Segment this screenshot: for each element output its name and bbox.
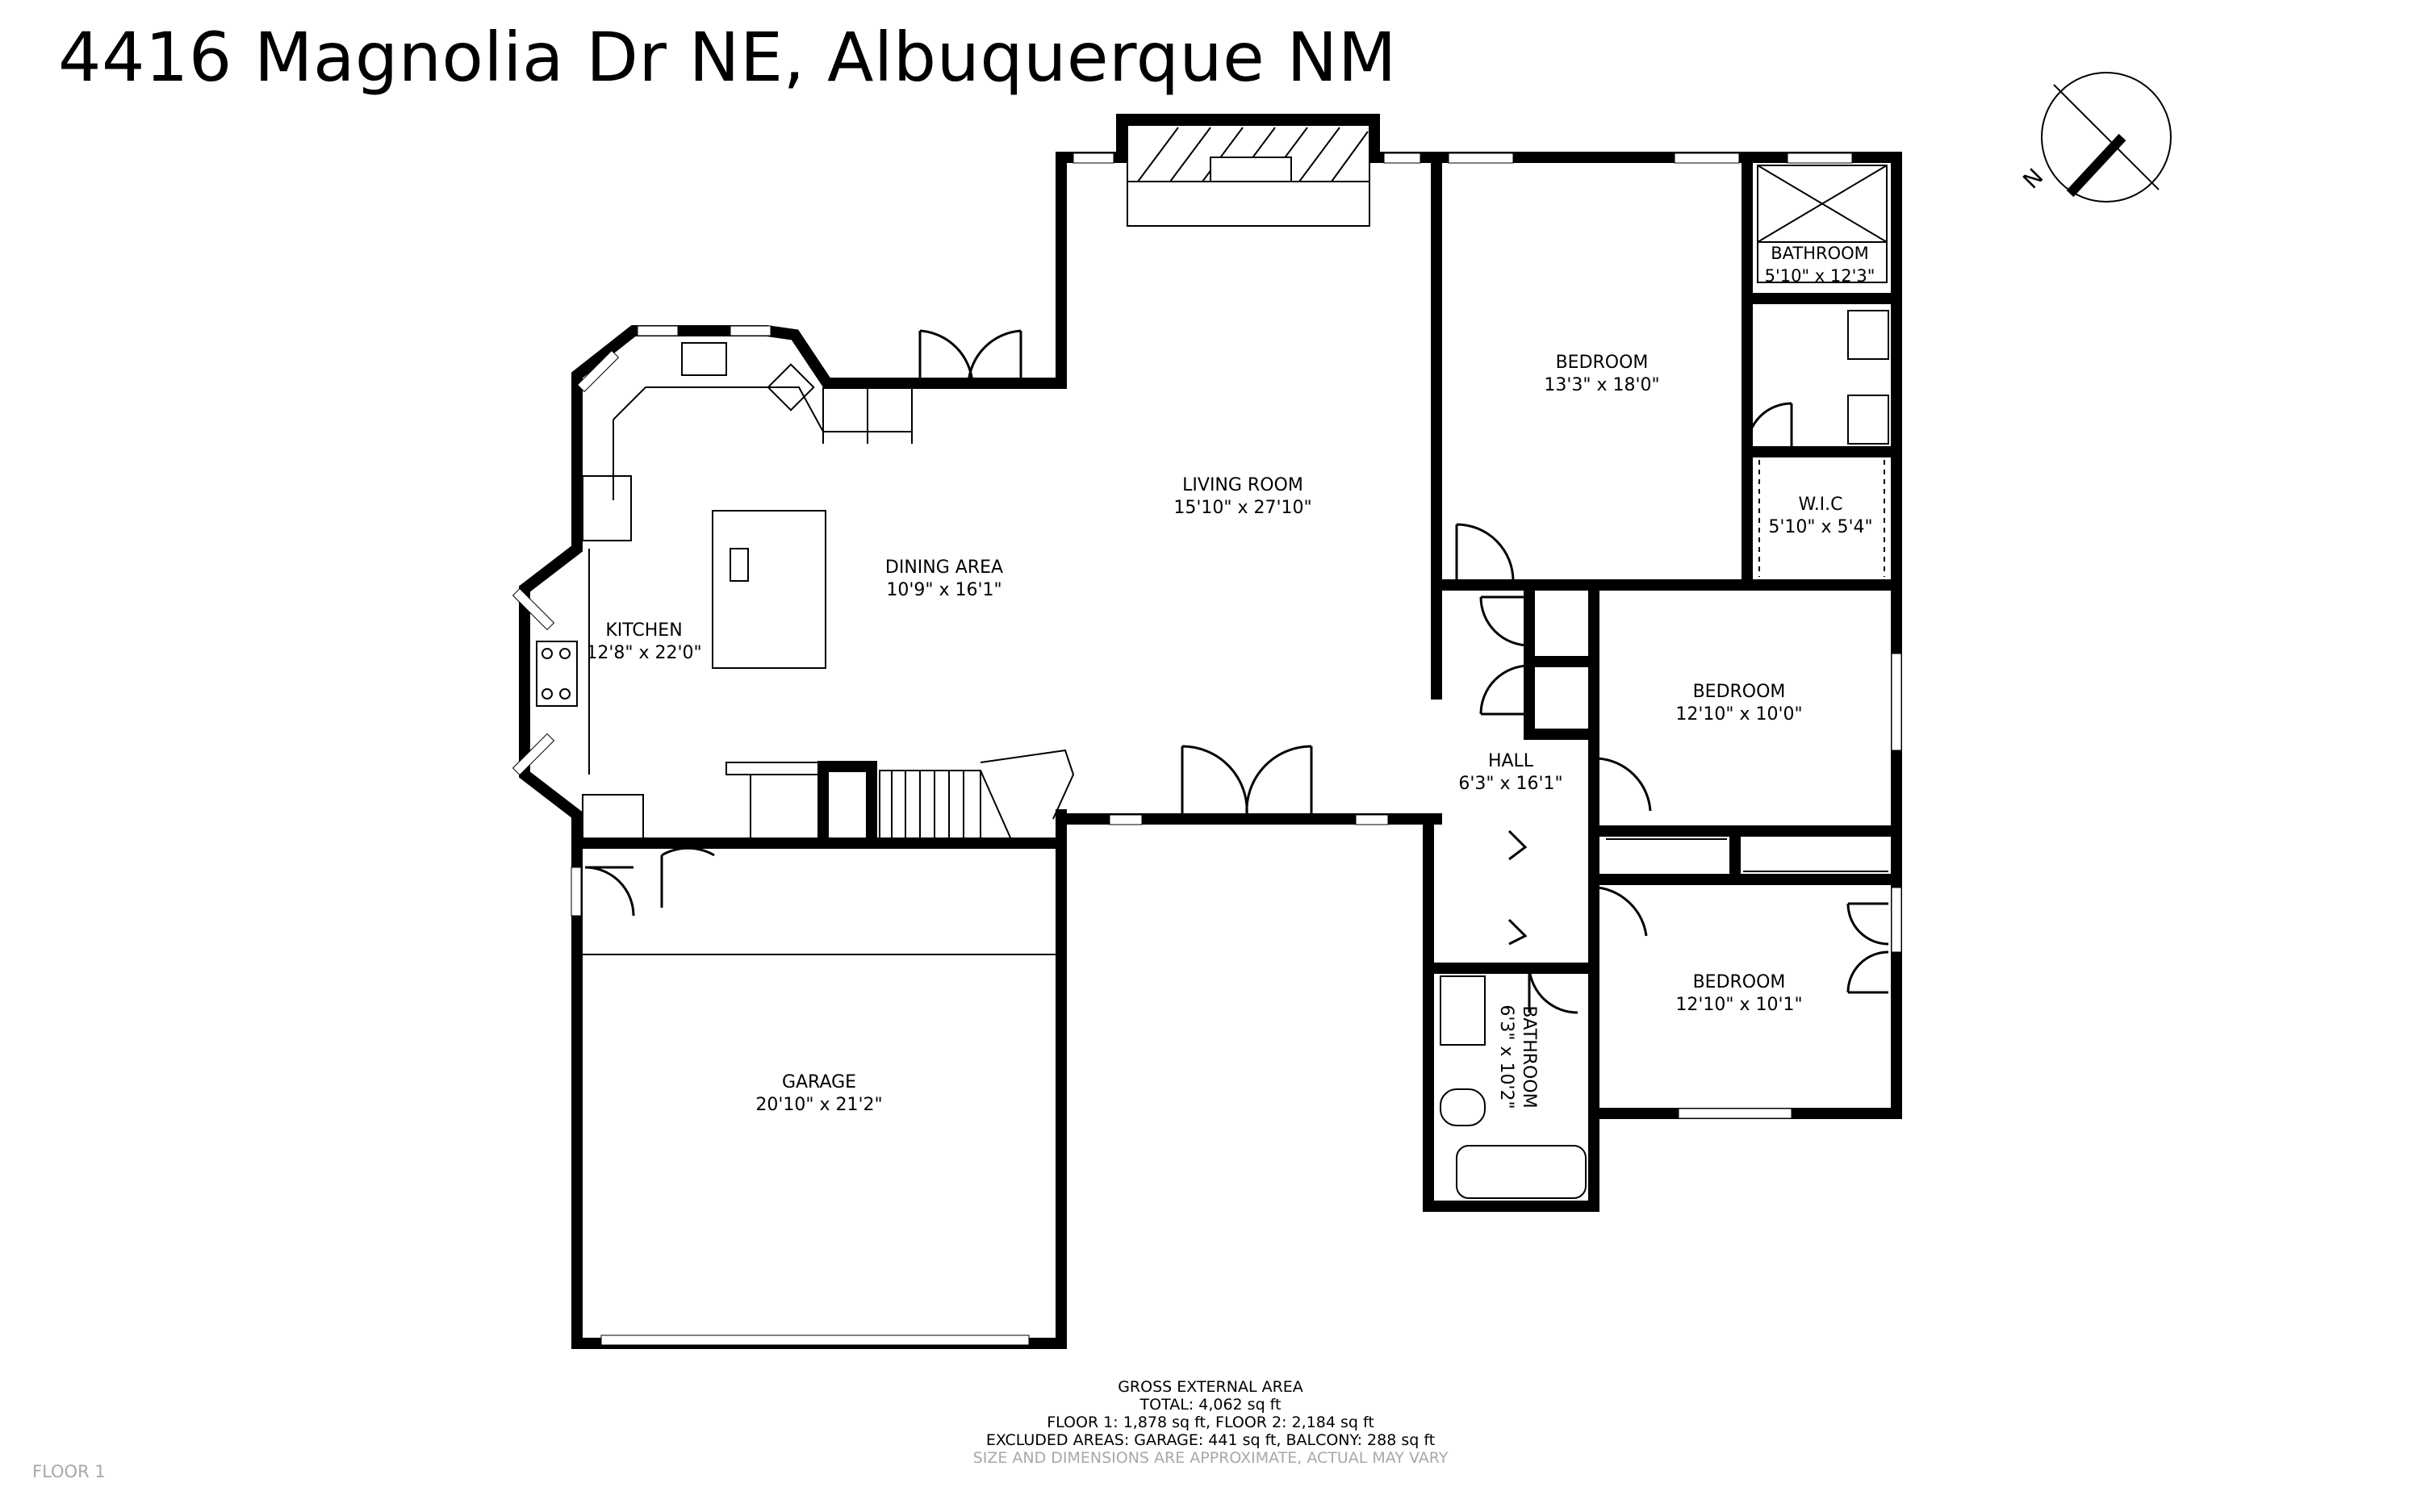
windows [512, 152, 1902, 1346]
floor-label: FLOOR 1 [32, 1462, 106, 1481]
interior-fixtures [536, 124, 1889, 1199]
area-total: TOTAL: 4,062 sq ft [1139, 1396, 1282, 1414]
doors [584, 329, 1889, 1014]
area-floors: FLOOR 1: 1,878 sq ft, FLOOR 2: 2,184 sq … [1047, 1414, 1374, 1431]
area-excluded: EXCLUDED AREAS: GARAGE: 441 sq ft, BALCO… [985, 1431, 1436, 1449]
disclaimer: SIZE AND DIMENSIONS ARE APPROXIMATE, ACT… [972, 1449, 1449, 1467]
exterior-walls [519, 114, 1902, 1349]
page-title: 4416 Magnolia Dr NE, Albuquerque NM [58, 18, 1397, 97]
compass-icon: N [2018, 72, 2172, 203]
area-summary: GROSS EXTERNAL AREA TOTAL: 4,062 sq ft F… [973, 1378, 1449, 1467]
area-heading: GROSS EXTERNAL AREA [1118, 1378, 1303, 1396]
compass-north-label: N [2018, 163, 2048, 194]
